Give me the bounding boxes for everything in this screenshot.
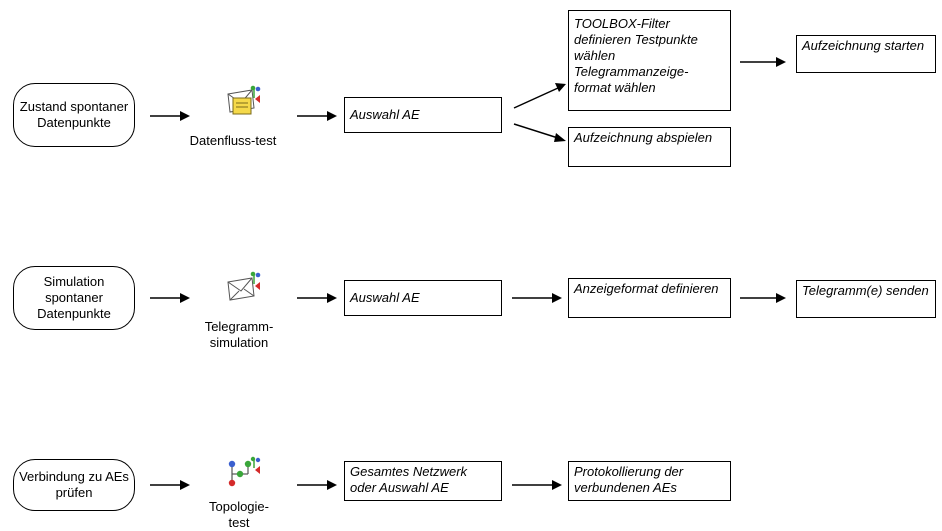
start-zustand-spontaner-datenpunkte: Zustand spontaner Datenpunkte bbox=[13, 83, 135, 147]
data-flow-test-icon bbox=[227, 85, 261, 115]
start-simulation-spontaner-datenpunkte: Simulation spontaner Datenpunkte bbox=[13, 266, 135, 330]
step-gesamtes-netzwerk: Gesamtes Netzwerk oder Auswahl AE bbox=[344, 461, 502, 501]
step-anzeigeformat-definieren: Anzeigeformat definieren bbox=[568, 278, 731, 318]
tool-label-telegrammsimulation: Telegramm-simulation bbox=[204, 319, 274, 350]
arrow bbox=[512, 293, 562, 303]
arrow bbox=[740, 57, 786, 67]
arrow bbox=[740, 293, 786, 303]
arrow bbox=[297, 480, 337, 490]
start-verbindung-zu-aes-pruefen: Verbindung zu AEs prüfen bbox=[13, 459, 135, 511]
arrow bbox=[150, 293, 190, 303]
tool-label-topologietest: Topologie-test bbox=[209, 499, 269, 530]
arrow-branch-down bbox=[513, 123, 566, 142]
step-protokollierung: Protokollierung der verbundenen AEs bbox=[568, 461, 731, 501]
step-aufzeichnung-abspielen: Aufzeichnung abspielen bbox=[568, 127, 731, 167]
arrow bbox=[150, 480, 190, 490]
telegram-simulation-icon bbox=[227, 271, 261, 301]
arrow bbox=[150, 111, 190, 121]
step-auswahl-ae: Auswahl AE bbox=[344, 97, 502, 133]
arrow-branch-up bbox=[513, 83, 566, 109]
arrow bbox=[512, 480, 562, 490]
topology-test-icon bbox=[228, 456, 261, 487]
step-telegramme-senden: Telegramm(e) senden bbox=[796, 280, 936, 318]
step-aufzeichnung-starten: Aufzeichnung starten bbox=[796, 35, 936, 73]
step-auswahl-ae: Auswahl AE bbox=[344, 280, 502, 316]
arrow bbox=[297, 293, 337, 303]
tool-label-datenflusstest: Datenfluss-test bbox=[189, 133, 277, 148]
step-toolbox-filter-definieren: TOOLBOX-Filter definieren Testpunkte wäh… bbox=[568, 10, 731, 111]
arrow bbox=[297, 111, 337, 121]
